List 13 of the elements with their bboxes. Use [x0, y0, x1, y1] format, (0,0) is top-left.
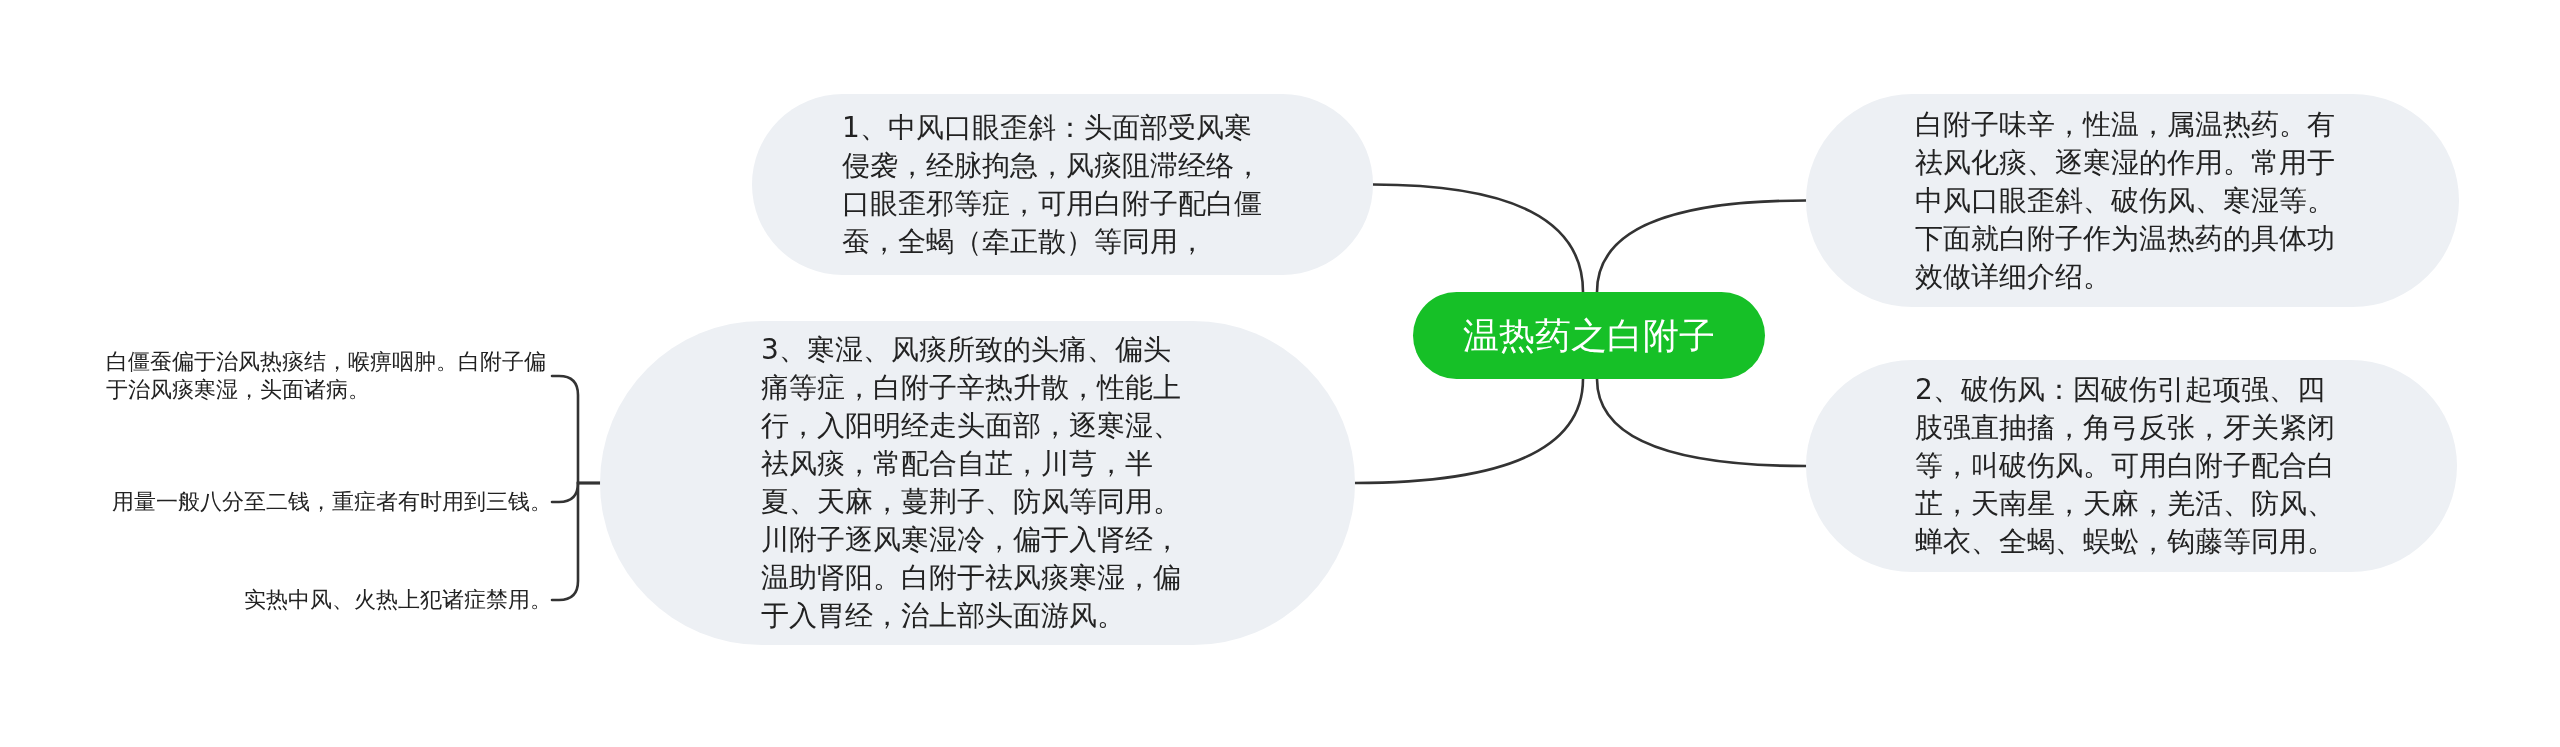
- topic-text: 2、破伤风：因破伤引起项强、四肢强直抽搐，角弓反张，牙关紧闭等，叫破伤风。可用白附子配合白芷，天南星，天麻，羌活、防风、蝉衣、全蝎、蜈蚣，钩藤等同用。: [1915, 372, 2336, 560]
- bracket-line: [550, 481, 602, 602]
- note-text: 实热中风、火热上犯诸症禁用。: [244, 586, 552, 614]
- branch-line: [1371, 183, 1585, 294]
- branch-line: [1353, 377, 1585, 485]
- topic-text: 白附子味辛，性温，属温热药。有祛风化痰、逐寒湿的作用。常用于中风口眼歪斜、破伤风、寒湿等。下面就白附子作为温热药的具体功效做详细介绍。: [1915, 106, 2336, 295]
- branch-line: [1595, 199, 1808, 294]
- topic-text: 3、寒湿、风痰所致的头痛、偏头痛等症，白附子辛热升散，性能上行，入阳明经走头面部，逐寒湿、祛风痰，常配合自芷，川芎，半夏、天麻，蔓荆子、防风等同用。川附子逐风寒湿冷，偏于入肾经，温助肾阳。白附于祛风痰寒湿，偏于入胃经，治上部头面游风。: [761, 332, 1182, 634]
- note-text: 白僵蚕偏于治风热痰结，喉痹咽肿。白附子偏于治风痰寒湿，头面诸病。: [106, 348, 552, 404]
- note-text: 用量一般八分至二钱，重症者有时用到三钱。: [112, 488, 552, 516]
- topic-text: 1、中风口眼歪斜：头面部受风寒侵袭，经脉拘急，风痰阻滞经络，口眼歪邪等症，可用白附子配白僵蚕，全蝎（牵正散）等同用，: [842, 109, 1263, 260]
- branch-line: [1595, 377, 1808, 468]
- central-topic-text: 温热药之白附子: [1463, 313, 1715, 358]
